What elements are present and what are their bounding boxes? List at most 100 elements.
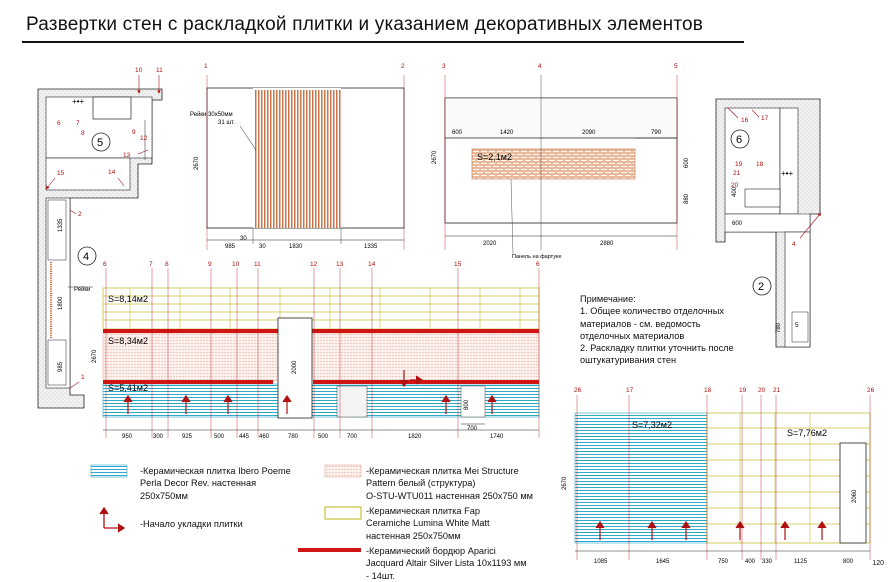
legend-item-fap-line-2: Ceramiche Lumina White Matt (366, 518, 490, 529)
elev-main-area-2: S=8,34м2 (108, 336, 148, 346)
elev-main-point-14: 14 (368, 261, 376, 268)
plan-a-point-11: 11 (156, 67, 163, 74)
legend-item-fap-line-1: -Керамическая плитка Fap (366, 506, 480, 516)
legend-item-mei-line-2: Pattern белый (структура) (366, 478, 476, 489)
legend-item-ibero: -Керамическая плитка Ibero Poeme Perla D… (140, 465, 291, 502)
plan-a-dim-985: 985 (58, 361, 64, 372)
note-line-3: отделочных материалов (580, 330, 685, 341)
legend-item-start: -Начало укладки плитки (140, 518, 243, 530)
faucet-icon: +•+ (72, 97, 84, 106)
room-number-4: 4 (83, 251, 89, 263)
legend-item-mei-line-3: O-STU-WTU011 настенная 250х750 мм (366, 490, 533, 501)
plan-a-point-15: 15 (57, 170, 65, 177)
note-block: Примечание: 1. Общее количество отделочн… (580, 293, 780, 367)
elev-right-dim-800: 800 (843, 559, 854, 565)
elev-main-point-10: 10 (232, 261, 240, 268)
room-circle-2 (752, 276, 772, 296)
room-number-5: 5 (97, 137, 103, 149)
plan-a-point-10: 10 (135, 67, 143, 74)
elev-top-a-dim-985: 985 (225, 244, 236, 250)
elev-right-point-26a: 26 (574, 387, 582, 394)
elev-top-b-area: S=2,1м2 (477, 152, 512, 162)
plan-b-point-20: 20 (731, 182, 739, 189)
elev-top-a-rails-count: 31 шт. (218, 120, 235, 126)
plan-a: 5 4 +•+ Рейки 1335 1800 985 10 11 6 7 8 … (37, 67, 163, 409)
elev-right-dim-1125: 1125 (794, 559, 808, 565)
tile-start-markers (123, 370, 497, 414)
title-underline (22, 41, 744, 43)
elev-right-point-26b: 26 (867, 387, 875, 394)
elev-main-point-11: 11 (254, 261, 261, 268)
plan-b-point-5: 5 (795, 322, 799, 329)
plan-a-point-1: 1 (81, 374, 85, 381)
elev-main-point-7: 7 (149, 261, 153, 268)
elev-main-bottom-dims: 950 300 925 500 445 460 780 500 700 1820… (122, 434, 504, 440)
legend-item-ibero-line-1: -Керамическая плитка Ibero Poeme (140, 466, 291, 476)
elev-main-point-6a: 6 (103, 261, 107, 268)
note-line-2: материалов - см. ведомость (580, 318, 701, 329)
elev-main-dim-700-niche: 700 (467, 426, 478, 432)
legend-swatches (90, 464, 362, 552)
elev-top-b-point-3: 3 (442, 63, 446, 70)
elev-right-dim-750: 750 (718, 559, 729, 565)
elev-right-bottom-dims: 1085 1645 750 400 330 1125 800 (594, 559, 854, 565)
elev-main-door-height: 2000 (292, 360, 298, 374)
elev-top-b-dim-2020: 2020 (483, 241, 497, 247)
elev-top-b-dim-right-600: 600 (684, 157, 690, 168)
legend-item-border-line-3: - 14шт. (366, 570, 395, 581)
plan-b-point-16: 16 (741, 117, 749, 124)
plan-a-point-9: 9 (132, 129, 136, 136)
elev-top-b-dim-600: 600 (452, 130, 463, 136)
elev-main-dim-780: 780 (288, 434, 299, 440)
elevation-top-a: 1 2 2670 Рейки 30х50мм 31 шт. 985 30 30 … (190, 63, 405, 250)
elev-top-a-height: 2670 (194, 156, 200, 170)
elev-main-axes (105, 268, 540, 438)
plan-b-dim-400: 400 (732, 186, 738, 197)
elev-main-point-15: 15 (454, 261, 462, 268)
plan-a-point-12: 12 (140, 135, 148, 142)
plan-b-point-17: 17 (761, 115, 769, 122)
plan-a-point-13: 13 (123, 152, 131, 159)
note-line-1: 1. Общее количество отделочных (580, 306, 724, 317)
legend-item-mei-line-1: -Керамическая плитка Mei Structure (366, 466, 519, 476)
elev-right-point-19: 19 (739, 387, 747, 394)
elevation-main: 800 2000 S=8,14м2 S=8,34м2 S=5,41м2 2670… (92, 261, 540, 440)
elev-right-point-18: 18 (704, 387, 712, 394)
plan-b-point-18: 18 (756, 161, 764, 168)
elev-top-b-height: 2670 (432, 150, 438, 164)
elev-right-point-21: 21 (773, 387, 781, 394)
elev-right-dim-330: 330 (762, 559, 773, 565)
note-line-4: 2. Раскладку плитки уточнить после (580, 343, 734, 354)
plan-a-point-8: 8 (81, 130, 85, 137)
shower-icon: +•+ (781, 169, 793, 178)
elev-top-a-dim-30b: 30 (259, 244, 266, 250)
legend-item-mei: -Керамическая плитка Mei Structure Patte… (366, 465, 533, 502)
elev-top-a-point-1: 1 (204, 63, 208, 70)
elev-top-b-dim-790: 790 (651, 130, 662, 136)
plan-a-dim-1800: 1800 (58, 296, 64, 310)
elev-main-point-8: 8 (165, 261, 169, 268)
elev-main-dim-300: 300 (153, 434, 164, 440)
elev-right-axes (576, 395, 871, 560)
elev-right-point-17: 17 (626, 387, 634, 394)
elev-right-door-height: 2060 (852, 489, 858, 503)
plan-a-point-14: 14 (108, 169, 116, 176)
elev-main-dim-950: 950 (122, 434, 133, 440)
plan-a-point-6: 6 (57, 120, 61, 127)
legend-swatch-fap (324, 506, 362, 520)
legend-item-border-line-2: Jacquard Altair Silver Lista 10х1193 мм (366, 558, 527, 569)
page-number: 120 (872, 560, 884, 567)
right-tile-start-markers (595, 520, 827, 540)
plan-b-dim-600: 600 (732, 221, 743, 227)
elev-right-dim-1085: 1085 (594, 559, 608, 565)
room-circle-6 (730, 129, 750, 149)
room-number-6: 6 (736, 134, 742, 146)
elev-right-point-20: 20 (758, 387, 766, 394)
wood-slats (255, 90, 341, 228)
elev-main-point-6b: 6 (536, 261, 540, 268)
elev-top-b-panel-label: Панель на фартуке (512, 254, 562, 260)
elev-top-a-dim-30a: 30 (240, 236, 247, 242)
elev-top-b-dim-2880: 2880 (600, 241, 614, 247)
plan-b-point-21: 21 (733, 170, 741, 177)
elev-main-dim-460: 460 (259, 434, 270, 440)
